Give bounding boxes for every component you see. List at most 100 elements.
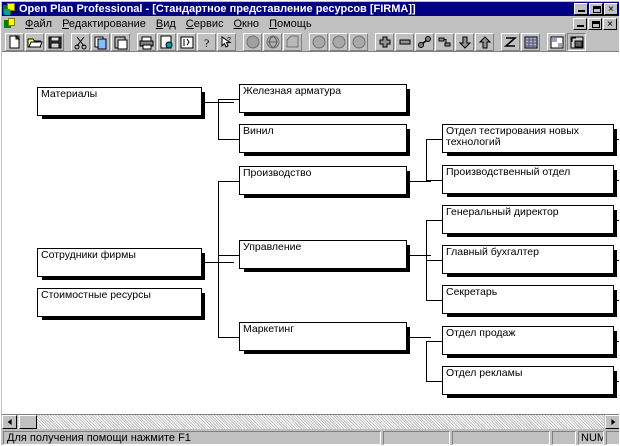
status-num-indicator: NUM [578, 431, 604, 445]
connector [426, 139, 442, 140]
fit-window-icon[interactable] [567, 32, 586, 51]
menu-item-help[interactable]: Помощь [269, 17, 312, 30]
sort-icon[interactable] [177, 32, 196, 51]
move-up-icon[interactable] [475, 32, 494, 51]
mdi-document-icon[interactable] [4, 18, 16, 30]
connector [426, 300, 442, 301]
horizontal-scrollbar[interactable] [2, 414, 619, 429]
document-client-area[interactable]: Материалы Сотрудники фирмы Стоимостные р… [2, 52, 619, 414]
resource-shape-icon[interactable] [283, 32, 302, 51]
menu-item-window[interactable]: Окно [233, 17, 260, 30]
menu-item-edit[interactable]: Редактирование [62, 17, 146, 30]
restore-button[interactable] [589, 3, 603, 15]
chart-node[interactable]: Управление [239, 240, 410, 272]
status-panel-4 [552, 431, 576, 445]
chart-node[interactable]: Винил [239, 124, 410, 156]
add-plus-icon[interactable] [375, 32, 394, 51]
move-down-icon[interactable] [455, 32, 474, 51]
menu-service-rest: ервис [193, 17, 224, 30]
menu-file-rest: айл [33, 17, 53, 30]
menu-view-rest: ид [163, 17, 176, 30]
mdi-close-button[interactable]: ✕ [603, 18, 617, 30]
copy-icon[interactable] [91, 32, 110, 51]
close-button[interactable]: ✕ [604, 3, 618, 15]
scroll-left-button[interactable] [2, 415, 17, 429]
chart-node[interactable]: Отдел продаж [442, 326, 617, 358]
paste-icon[interactable] [111, 32, 130, 51]
menu-item-file[interactable]: Файл [25, 17, 53, 30]
table-icon[interactable] [521, 32, 540, 51]
open-folder-icon[interactable] [25, 32, 44, 51]
chart-node[interactable]: Стоимостные ресурсы [37, 288, 205, 320]
menu-item-service[interactable]: Сервис [185, 17, 224, 30]
resource-globe-icon[interactable] [263, 32, 282, 51]
toolbar: ? ? [2, 32, 619, 52]
chart-node-label: Производственный отдел [446, 166, 571, 178]
scroll-right-button[interactable] [605, 415, 619, 429]
mdi-minimize-button[interactable] [573, 18, 587, 30]
chart-node-label: Отдел продаж [446, 327, 516, 339]
remove-minus-icon[interactable] [395, 32, 414, 51]
steps-icon[interactable] [435, 32, 454, 51]
layout-icon[interactable] [547, 32, 566, 51]
connector [407, 255, 431, 256]
oval-3-icon[interactable] [349, 32, 368, 51]
scrollbar-track[interactable] [18, 415, 604, 429]
connector [426, 139, 427, 180]
connector [426, 180, 442, 181]
connector [426, 341, 442, 342]
help-question-icon[interactable]: ? [197, 32, 216, 51]
chart-node[interactable]: Генеральный директор [442, 205, 617, 237]
chart-node[interactable]: Производство [239, 166, 410, 198]
resource-circle-icon[interactable] [243, 32, 262, 51]
window-controls: ✕ [574, 3, 618, 15]
mdi-restore-button[interactable] [588, 18, 602, 30]
connector [426, 381, 442, 382]
chart-node[interactable]: Главный бухгалтер [442, 245, 617, 277]
new-icon[interactable] [5, 32, 24, 51]
chart-node[interactable]: Сотрудники фирмы [37, 248, 205, 280]
cut-scissors-icon[interactable] [71, 32, 90, 51]
chart-node[interactable]: Производственный отдел [442, 165, 617, 197]
oval-2-icon[interactable] [329, 32, 348, 51]
chart-node-label: Главный бухгалтер [446, 246, 539, 258]
chart-node-label: Материалы [41, 88, 98, 100]
chart-node[interactable]: Отдел тестирования новых технологий [442, 124, 617, 156]
oval-1-icon[interactable] [309, 32, 328, 51]
status-bar: Для получения помощи нажмите F1 NUM [2, 430, 619, 445]
menu-help-rest: омощь [276, 17, 312, 30]
title-bar: Open Plan Professional - [Стандартное пр… [2, 2, 619, 16]
connector [407, 181, 431, 182]
chart-node[interactable]: Отдел рекламы [442, 366, 617, 398]
connector [407, 337, 431, 338]
chart-node[interactable]: Материалы [37, 87, 205, 119]
svg-text:?: ? [204, 36, 209, 50]
link-icon[interactable] [415, 32, 434, 51]
print-icon[interactable] [137, 32, 156, 51]
chart-node[interactable]: Маркетинг [239, 322, 410, 354]
chart-node[interactable]: Железная арматура [239, 84, 410, 116]
status-message: Для получения помощи нажмите F1 [3, 431, 381, 445]
help-pointer-icon[interactable]: ? [217, 32, 236, 51]
connector [426, 220, 442, 221]
save-disk-icon[interactable] [45, 32, 64, 51]
minimize-button[interactable] [574, 3, 588, 15]
chart-node-label: Производство [243, 167, 312, 179]
menu-item-view[interactable]: Вид [155, 17, 176, 30]
resource-breakdown-chart: Материалы Сотрудники фирмы Стоимостные р… [2, 52, 619, 414]
chart-node-label: Управление [243, 241, 302, 253]
status-panel-2 [383, 431, 450, 445]
chart-node-label: Секретарь [446, 286, 498, 298]
scrollbar-thumb[interactable] [19, 415, 37, 429]
print-preview-icon[interactable] [157, 32, 176, 51]
chart-node-label: Сотрудники фирмы [41, 249, 136, 261]
chart-node-label: Винил [243, 125, 274, 137]
connector [426, 341, 427, 381]
menu-window-rest: кно [242, 17, 260, 30]
connector [426, 260, 442, 261]
zigzag-icon[interactable] [501, 32, 520, 51]
chart-node[interactable]: Секретарь [442, 285, 617, 317]
chart-node-label: Генеральный директор [446, 206, 559, 218]
svg-text:?: ? [227, 37, 231, 44]
